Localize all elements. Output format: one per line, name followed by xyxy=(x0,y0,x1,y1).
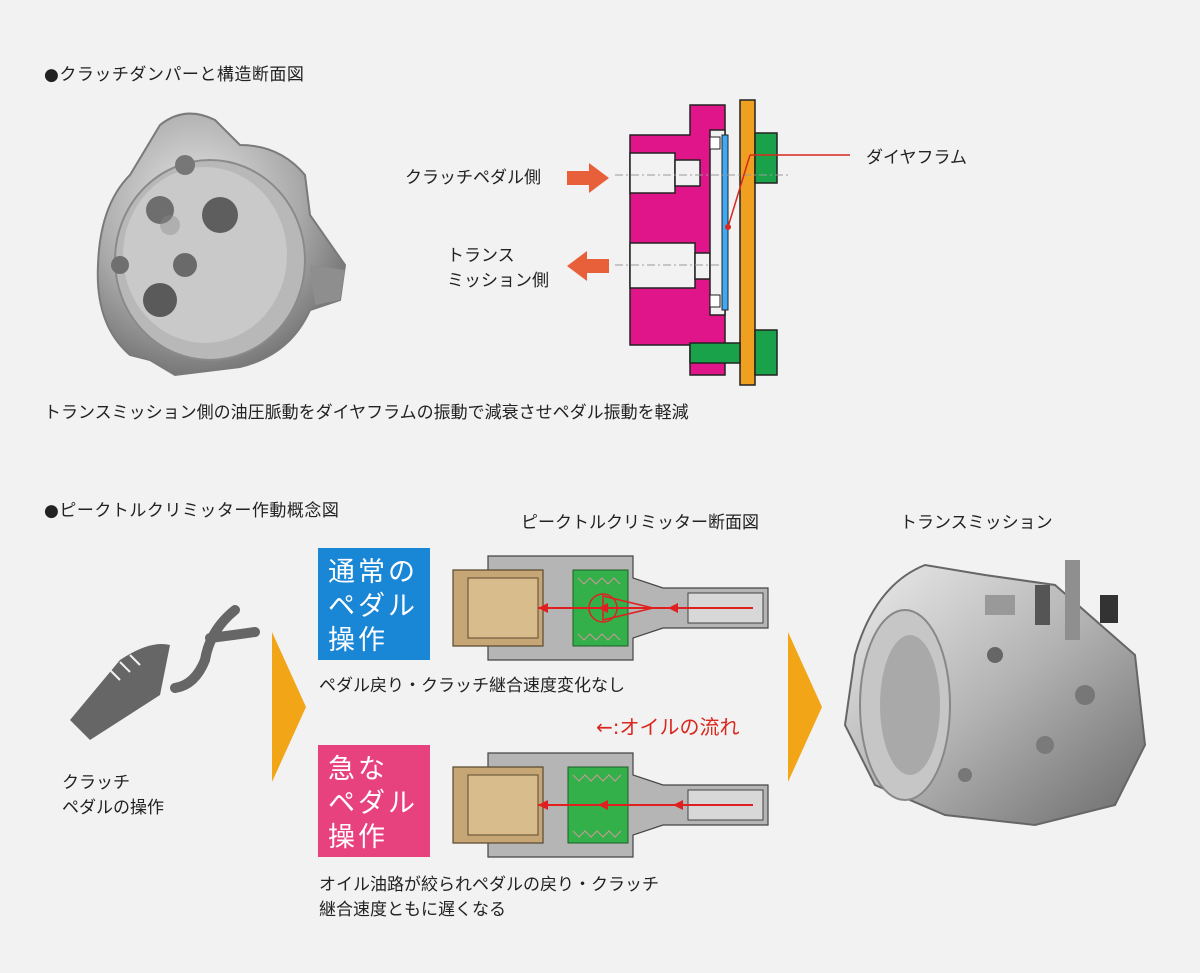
limiter-cross-section-normal xyxy=(452,555,769,661)
damper-cross-section xyxy=(615,99,850,386)
foot-pedal-icon xyxy=(70,605,260,740)
sudden-caption-2: 継合速度ともに遅くなる xyxy=(319,900,506,920)
oil-flow-legend: ←:オイルの流れ xyxy=(596,715,740,739)
normal-operation-box: 通常の ペダル 操作 xyxy=(318,548,430,660)
normal-box-line3: 操作 xyxy=(328,625,388,656)
clutch-damper-image xyxy=(96,112,347,377)
pedal-operation-label-2: ペダルの操作 xyxy=(62,798,164,818)
sudden-operation-box: 急な ペダル 操作 xyxy=(318,745,430,857)
normal-box-line2: ペダル xyxy=(328,591,418,622)
chevron-right-icon xyxy=(272,632,306,782)
sudden-box-line3: 操作 xyxy=(328,822,388,853)
sudden-box-line2: ペダル xyxy=(328,788,418,819)
sudden-box-line1: 急な xyxy=(328,754,388,785)
transmission-title: トランスミッション xyxy=(900,513,1053,533)
limiter-cross-section-sudden xyxy=(452,752,769,858)
pedal-side-label: クラッチペダル側 xyxy=(405,168,541,188)
transmission-side-label-1: トランス xyxy=(447,246,515,266)
section1-caption: トランスミッション側の油圧脈動をダイヤフラムの振動で減衰させペダル振動を軽減 xyxy=(44,403,689,423)
arrow-left-icon xyxy=(567,251,609,281)
pedal-operation-label-1: クラッチ xyxy=(62,773,130,793)
transmission-image xyxy=(843,560,1147,827)
normal-box-line1: 通常の xyxy=(328,557,418,588)
normal-caption: ペダル戻り・クラッチ継合速度変化なし xyxy=(319,676,625,696)
chevron-right-icon-2 xyxy=(788,632,822,782)
sudden-caption-1: オイル油路が絞られペダルの戻り・クラッチ xyxy=(319,875,659,895)
section2-heading: ●ピークトルクリミッター作動概念図 xyxy=(44,501,340,521)
cross-section-title: ピークトルクリミッター断面図 xyxy=(521,513,759,533)
diaphragm-label: ダイヤフラム xyxy=(866,148,967,168)
arrow-right-icon xyxy=(567,163,609,193)
section1-heading: ●クラッチダンパーと構造断面図 xyxy=(44,65,305,85)
transmission-side-label-2: ミッション側 xyxy=(447,271,549,291)
